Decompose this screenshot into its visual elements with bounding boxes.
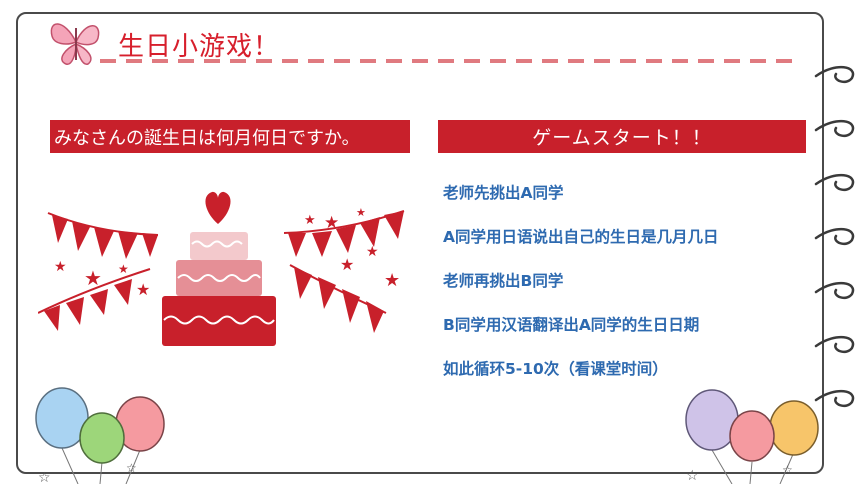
- list-item: B同学用汉语翻译出A同学的生日日期: [443, 316, 700, 334]
- svg-text:★: ★: [340, 255, 354, 274]
- list-item: 老师再挑出B同学: [443, 272, 564, 290]
- star-icon: ★ ★ ★ ★: [54, 259, 150, 299]
- svg-text:★: ★: [84, 266, 102, 290]
- cake-icon: [162, 191, 276, 346]
- list-item: 如此循环5-10次（看课堂时间）: [443, 360, 668, 378]
- svg-text:☆: ☆: [126, 461, 137, 475]
- question-banner: みなさんの誕生日は何月何日ですか。: [50, 120, 410, 153]
- slide-title: 生日小游戏！: [118, 32, 281, 62]
- svg-text:★: ★: [304, 213, 316, 228]
- star-icon: ★ ★ ★ ★ ★ ★: [304, 206, 400, 290]
- svg-text:☆: ☆: [686, 468, 699, 484]
- balloon-icon: ☆ ☆: [35, 387, 165, 484]
- balloon-icon: ☆ ☆: [685, 389, 819, 484]
- list-item: A同学用日语说出自己的生日是几月几日: [443, 228, 719, 246]
- list-item: 老师先挑出A同学: [443, 184, 564, 202]
- spiral-binding-icon: [814, 66, 855, 408]
- heart-icon: [205, 191, 231, 224]
- svg-text:★: ★: [366, 244, 379, 260]
- svg-text:★: ★: [118, 262, 129, 276]
- game-steps-list: 老师先挑出A同学 A同学用日语说出自己的生日是几月几日 老师再挑出B同学 B同学…: [443, 180, 719, 400]
- bunting-icon: [284, 210, 405, 333]
- svg-text:★: ★: [384, 270, 400, 290]
- svg-text:★: ★: [136, 280, 150, 299]
- svg-text:★: ★: [324, 213, 339, 233]
- svg-text:☆: ☆: [38, 470, 51, 484]
- game-start-banner: ゲームスタート！！: [438, 120, 806, 153]
- bunting-icon: [38, 212, 159, 331]
- svg-text:☆: ☆: [782, 463, 793, 477]
- svg-text:★: ★: [54, 259, 67, 275]
- title-dashed-underline: [100, 59, 800, 63]
- butterfly-icon: [50, 23, 100, 65]
- svg-text:★: ★: [356, 206, 366, 219]
